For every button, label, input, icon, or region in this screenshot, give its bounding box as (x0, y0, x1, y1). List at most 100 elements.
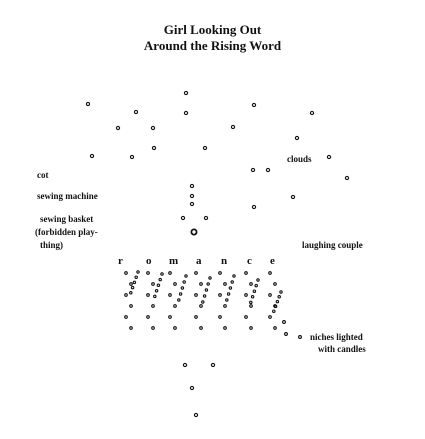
sky-circle (180, 215, 186, 221)
poem-title-line-2: Around the Rising Word (143, 38, 282, 53)
poem-title-line-1: Girl Looking Out (163, 22, 262, 37)
sky-circle (85, 101, 91, 107)
trail-circle (153, 294, 157, 299)
rain-circle (249, 326, 253, 330)
label-laughing-couple: laughing couple (302, 240, 363, 250)
sky-circle (189, 201, 195, 207)
trail-circle (184, 274, 188, 278)
trail-circle (202, 294, 207, 298)
trail-circle (230, 280, 234, 284)
trail-circle (156, 283, 161, 287)
rain-circle (218, 271, 222, 275)
rain-circle (268, 315, 272, 319)
rain-circle (124, 271, 128, 275)
word-letter-r: r (118, 255, 123, 267)
rain-circle (249, 282, 253, 286)
niche-circle (282, 320, 286, 324)
sky-circle (344, 175, 350, 181)
sky-circle (251, 102, 257, 108)
rain-circle (173, 282, 177, 286)
label-sewing-basket-note-end: thing) (40, 240, 64, 250)
rain-circle (151, 282, 155, 286)
rain-circle (199, 326, 203, 330)
trail-circle (225, 298, 229, 302)
trail-circle (272, 309, 276, 313)
label-cot: cot (37, 170, 49, 180)
rain-circle (273, 326, 277, 330)
label-with-candles: with candles (318, 344, 366, 354)
sky-circle (150, 125, 156, 131)
word-letter-c: c (247, 255, 252, 267)
rain-circle (173, 326, 177, 330)
rain-circle (168, 271, 172, 275)
rain-circle (218, 293, 222, 297)
rain-circle (151, 326, 155, 330)
rain-circle (199, 282, 203, 286)
trail-circle (204, 288, 209, 292)
clouds-circle (326, 154, 332, 160)
sky-circle (230, 124, 236, 130)
sky-circle (202, 145, 208, 151)
rain-circle (129, 282, 133, 286)
rain-circle (124, 315, 128, 319)
sky-circle (183, 90, 189, 96)
sky-circle (89, 153, 95, 159)
word-letter-n: n (221, 255, 228, 267)
rain-circle (173, 304, 177, 308)
trail-circle (130, 285, 135, 290)
rain-circle (199, 304, 203, 308)
lower-circle (193, 412, 199, 418)
trail-circle (154, 289, 159, 293)
trail-circle (249, 300, 253, 305)
rain-circle (194, 315, 198, 319)
rain-circle (249, 304, 253, 308)
trail-circle (178, 292, 183, 296)
trail-circle (158, 277, 162, 282)
word-letter-m: m (169, 255, 179, 267)
sky-circle (189, 193, 195, 199)
trail-circle (206, 282, 210, 286)
trail-circle (132, 280, 137, 285)
sky-circle (133, 109, 139, 115)
rain-circle (146, 293, 150, 297)
trail-circle (228, 286, 233, 290)
rain-circle (218, 315, 222, 319)
sky-circle (115, 125, 121, 131)
trail-circle (279, 290, 283, 294)
rain-circle (223, 282, 227, 286)
sky-circle (250, 167, 256, 173)
trail-circle (277, 295, 281, 299)
sky-circle (265, 167, 271, 173)
trail-circle (273, 304, 278, 309)
niche-circle (284, 332, 288, 336)
word-letter-o: o (146, 255, 152, 267)
label-clouds: clouds (287, 154, 312, 164)
sky-circle (309, 110, 315, 116)
label-sewing-machine: sewing machine (37, 191, 98, 201)
label-sewing-basket: sewing basket (40, 214, 94, 224)
sky-circle (290, 194, 296, 200)
lower-circle (182, 362, 188, 368)
rain-circle (273, 282, 277, 286)
label-niches-lighted: niches lighted (310, 332, 363, 342)
sky-circle (129, 154, 135, 160)
trail-circle (177, 298, 181, 302)
rain-circle (151, 304, 155, 308)
lower-circle (189, 385, 195, 391)
trail-circle (252, 289, 257, 293)
trail-circle (254, 283, 258, 288)
trail-circle (232, 274, 236, 278)
rain-circle (223, 304, 227, 308)
trail-circle (256, 278, 260, 282)
lower-circle (210, 362, 216, 368)
trail-circle (201, 300, 205, 304)
trail-circle (250, 295, 255, 299)
center-circle (190, 228, 198, 236)
sky-circle (151, 145, 157, 151)
rain-circle (268, 271, 272, 275)
rain-circle (268, 293, 272, 297)
rain-circle (168, 293, 172, 297)
trail-circle (180, 286, 185, 290)
sky-circle (183, 110, 189, 116)
